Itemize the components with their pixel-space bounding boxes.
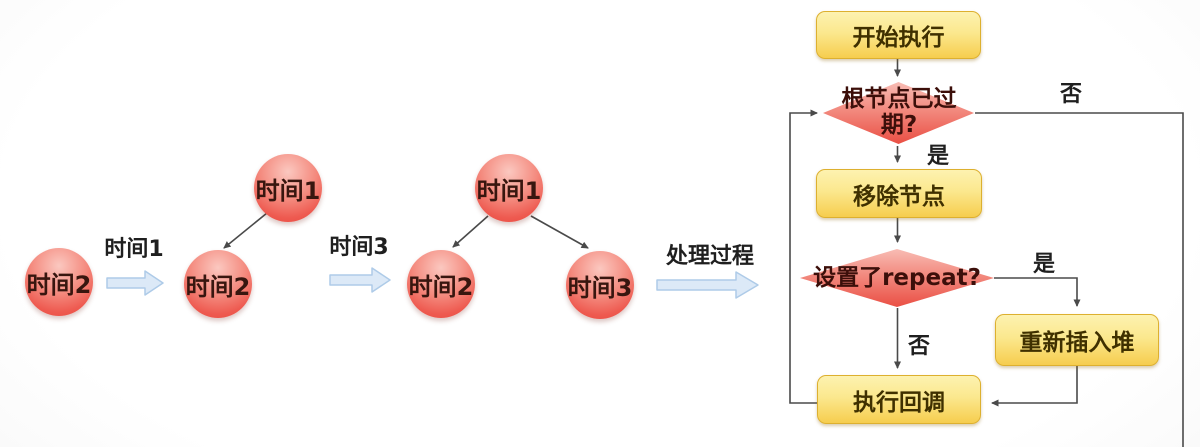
heap-edges bbox=[223, 212, 589, 249]
flow-remove-node-label: 移除节点 bbox=[853, 183, 945, 210]
flow-start-box: 开始执行 bbox=[816, 11, 981, 59]
flow-start-label: 开始执行 bbox=[852, 25, 945, 51]
branch-label-no-2: 否 bbox=[908, 334, 931, 359]
heap-node-label: 时间2 bbox=[26, 270, 92, 299]
branch-label-yes-1: 是 bbox=[927, 144, 950, 169]
flow-decision-root-expired-label: 根节点已过期? bbox=[841, 86, 957, 138]
heap-node-circle: 时间2 bbox=[184, 250, 252, 318]
flow-decision-repeat-label: 设置了repeat? bbox=[813, 265, 981, 291]
heap-node-circle: 时间2 bbox=[407, 250, 475, 318]
heap-node-label: 时间1 bbox=[476, 176, 542, 205]
heap-node-label: 时间1 bbox=[255, 176, 321, 205]
insert-step-label: 时间3 bbox=[329, 235, 389, 260]
flow-run-callback-label: 执行回调 bbox=[853, 389, 945, 416]
heap-node-label: 时间2 bbox=[185, 272, 251, 301]
heap-node-circle: 时间1 bbox=[254, 154, 322, 222]
heap-node-circle: 时间3 bbox=[566, 251, 634, 319]
heap-node-circle: 时间1 bbox=[475, 154, 543, 222]
heap-node-label: 时间3 bbox=[567, 273, 633, 302]
process-step-label: 处理过程 bbox=[665, 244, 754, 269]
flow-run-callback-box: 执行回调 bbox=[817, 375, 981, 424]
flow-remove-node-box: 移除节点 bbox=[816, 169, 982, 218]
branch-label-no-1: 否 bbox=[1060, 82, 1083, 107]
branch-label-yes-2: 是 bbox=[1033, 252, 1056, 277]
step-arrow-icon bbox=[106, 267, 759, 299]
heap-node-circle: 时间2 bbox=[25, 248, 93, 316]
flowchart-connectors bbox=[789, 58, 1184, 447]
flow-reinsert-heap-label: 重新插入堆 bbox=[1019, 330, 1135, 356]
insert-step-label: 时间1 bbox=[104, 237, 164, 262]
heap-node-label: 时间2 bbox=[408, 272, 474, 301]
flow-reinsert-heap-box: 重新插入堆 bbox=[995, 314, 1159, 366]
